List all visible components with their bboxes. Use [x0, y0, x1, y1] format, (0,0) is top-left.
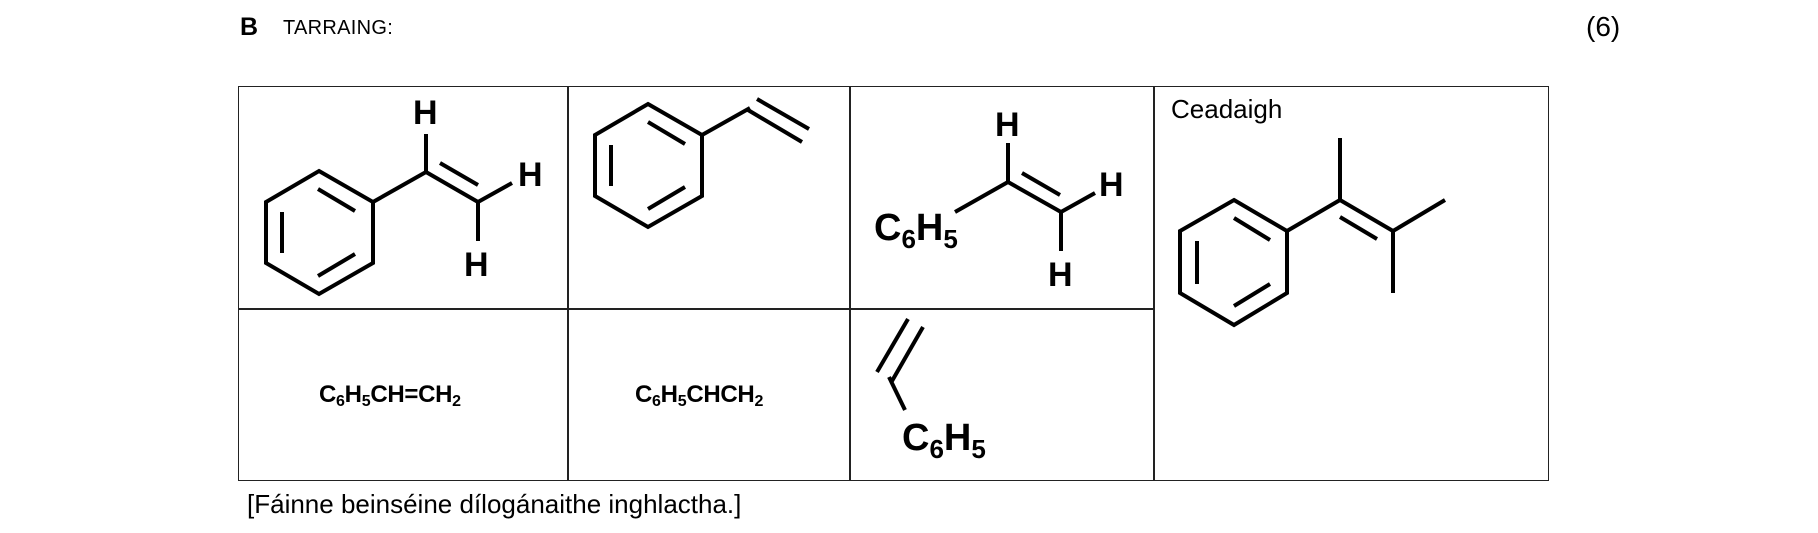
table-divider-col3 [1153, 86, 1155, 481]
section-title: TARRAING: [283, 17, 394, 39]
table-divider-col2 [849, 86, 851, 481]
table-divider-row [238, 308, 1154, 310]
allow-label: Ceadaigh [1171, 94, 1283, 124]
formula-text: C [319, 381, 337, 408]
footnote: [Fáinne beinséine dílogánaithe inghlacth… [247, 489, 742, 519]
section-letter: B [240, 13, 259, 41]
structure-cell-6: C6H5 [875, 317, 986, 464]
svg-text:C6H5: C6H5 [902, 417, 986, 464]
structure-cell-allow [1178, 138, 1447, 328]
structure-cell-3: H H H C6H5 [874, 106, 1124, 294]
marks-total: (6) [1586, 11, 1621, 42]
svg-text:H: H [1099, 166, 1124, 204]
svg-text:H: H [995, 106, 1020, 144]
formula-subscript: 2 [754, 393, 764, 410]
svg-text:H: H [518, 156, 543, 194]
svg-text:H: H [413, 94, 438, 132]
svg-text:H: H [464, 246, 489, 284]
formula-text: H [660, 381, 678, 408]
formula-subscript: 6 [652, 393, 661, 410]
svg-text:H: H [1048, 256, 1073, 294]
formula-subscript: 5 [677, 393, 687, 410]
svg-text:C6H5: C6H5 [874, 207, 958, 254]
structure-cell-1: H H H [264, 94, 543, 297]
formula-cell-4: C6H5CH=CH2 [319, 381, 461, 410]
formula-subscript: 6 [336, 393, 345, 410]
formula-text: C [635, 381, 653, 408]
formula-subscript: 5 [361, 393, 371, 410]
formula-subscript: 2 [452, 393, 461, 410]
table-divider-col1 [567, 86, 569, 481]
formula-text: H [344, 381, 362, 408]
structure-cell-2 [593, 97, 810, 230]
formula-text: CH=CH [370, 381, 453, 408]
formula-text: CHCH [686, 381, 755, 408]
formula-cell-5: C6H5CHCH2 [635, 381, 764, 410]
answer-table [238, 86, 1549, 481]
